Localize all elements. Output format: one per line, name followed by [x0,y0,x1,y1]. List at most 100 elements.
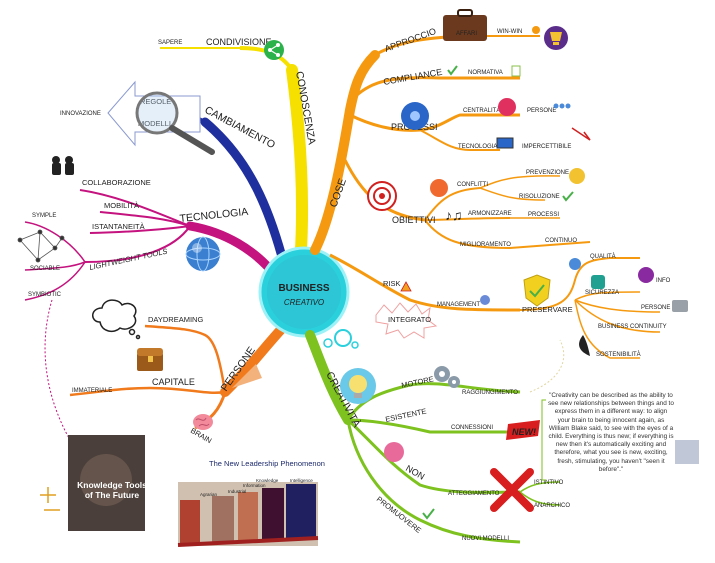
label-sostenibilita: SOSTENIBILITÀ [596,351,641,358]
label-esistente: ESISTENTE [385,406,428,423]
trophy-icon [544,26,568,50]
knowledge-tools-image [68,435,145,531]
label-istintivo: ISTINTIVO [534,480,564,486]
quote-bracket [541,399,546,481]
label-motore: MOTORE [401,374,435,390]
dotted-connector [529,339,565,393]
label-risk: RISK [383,279,401,288]
network-icon [17,229,65,263]
thought-cloud-icon [92,299,141,340]
check-icon [447,65,458,76]
briefcase-icon: AFFARI [443,9,487,41]
label-tecnologia-cose: TECNOLOGIA [458,144,497,150]
leadership-image [177,482,319,547]
label-atteggiamento: ATTEGGIAMENTO [448,491,500,497]
new-badge: NEW! [506,420,540,440]
label-capitale: CAPITALE [152,377,195,387]
label-management: MANAGEMENT [437,302,480,308]
people-group-icon [553,103,571,109]
gear-icon [401,102,429,130]
label-collaborazione: COLLABORAZIONE [82,178,151,187]
label-conflitti: CONFLITTI [457,182,488,188]
target-icon [367,181,397,211]
label-qualita: QUALITÀ [590,253,616,260]
label-normativa: NORMATIVA [468,70,503,76]
label-risoluzione: RISOLUZIONE [519,194,560,200]
label-prevenzione: PREVENZIONE [526,170,569,176]
timeline-knowledge: Knowledge [256,478,279,483]
label-daydreaming: DAYDREAMING [148,315,203,324]
padlock-icon [672,300,688,312]
smile-icon [532,26,540,34]
branch-cambiamento: CAMBIAMENTO INNOVAZIONE REGOLE MODELLI [60,80,290,273]
label-continuity: BUSINESS CONTINUITY [598,324,667,330]
label-connessioni: CONNESSIONI [451,425,493,431]
author-photo [675,440,699,464]
label-sicurezza: SICUREZZA [585,290,619,296]
center-node: BUSINESS CREATIVO [258,246,359,349]
branch-persone: PERSONE DAYDREAMING CAPITALE IMMATERIALE… [69,299,295,445]
music-notes-icon: ♪♫ [445,207,463,223]
label-nuovi-modelli: NUOVI MODELLI [462,536,509,542]
label-innovazione: INNOVAZIONE [60,111,101,117]
timeline-industrial: Industrial [228,489,246,494]
shield-icon [523,274,551,307]
timeline-bar [177,536,319,547]
gears-icon [434,366,460,388]
lightbulb-icon [569,168,585,184]
label-sociable: SOCIABLE [30,266,60,272]
timeline-agrarian: Agrarian [200,492,218,497]
security-icon [591,275,605,289]
dotted-connector-left [44,299,71,441]
label-symbiotic: SYMBIOTIC [28,292,62,298]
laptop-icon [496,137,514,149]
label-modelli: MODELLI [138,119,171,128]
label-preservare: PRESERVARE [522,305,573,314]
timeline-intelligence: Intelligence [290,478,313,483]
integrato-badge: INTEGRATO [375,302,438,339]
label-raggiungimento: RAGGIUNGIMENTO [462,390,518,396]
check-icon-2 [562,191,574,202]
label-promuovere: PROMUOVERE [375,494,423,534]
quality-badge-icon [569,258,581,270]
label-miglioramento: MIGLIORAMENTO [460,242,511,248]
label-mobilita: MOBILITÀ [104,201,139,210]
leaf-icon [579,335,590,356]
warning-icon [400,281,412,292]
label-istantaneita: ISTANTANEITÀ [92,222,145,231]
label-affari: AFFARI [456,31,477,37]
label-condivisione: CONDIVISIONE [206,37,272,47]
label-integrato: INTEGRATO [388,315,431,324]
center-subtitle: CREATIVO [284,298,324,307]
check-icon-3 [422,508,435,520]
label-impercettibile: IMPERCETTIBILE [522,144,571,150]
lightbulb-big-icon [340,368,376,404]
globe-icon [185,236,221,272]
share-glyph-icon [268,43,280,57]
management-icon [480,295,490,305]
knowledge-tools-title: Knowledge Tools of The Future [77,480,147,500]
label-continuo: CONTINUO [545,238,577,244]
label-regole: REGOLE [140,97,171,106]
branch-creativita: CREATIVITÀ MOTORE RAGGIUNGIMENTO ESISTEN… [305,330,570,544]
label-processi2: PROCESSI [528,212,559,218]
label-persone-cose: PERSONE [527,108,556,114]
label-new: NEW! [512,427,536,437]
timeline-information: Information [243,483,266,488]
tool-glyph-icon [40,487,60,511]
angry-face-icon [430,179,448,197]
hand-icon [232,364,262,388]
document-icon [511,65,521,77]
girl-face-icon [384,442,404,462]
target-person-icon [498,98,516,116]
share-icon [264,40,284,60]
label-obiettivi: OBIETTIVI [392,215,436,225]
creativity-quote: "Creativity can be described as the abil… [548,392,674,473]
label-sapere: SAPERE [158,40,182,46]
label-symple: SYMPLE [32,213,56,219]
label-tecnologia: TECNOLOGIA [179,206,249,225]
label-non: NON [404,463,426,482]
label-winwin: WIN-WIN [497,29,522,35]
info-icon [638,267,654,283]
branch-tecnologia: TECNOLOGIA COLLABORAZIONE MOBILITÀ ISTAN… [17,156,280,301]
